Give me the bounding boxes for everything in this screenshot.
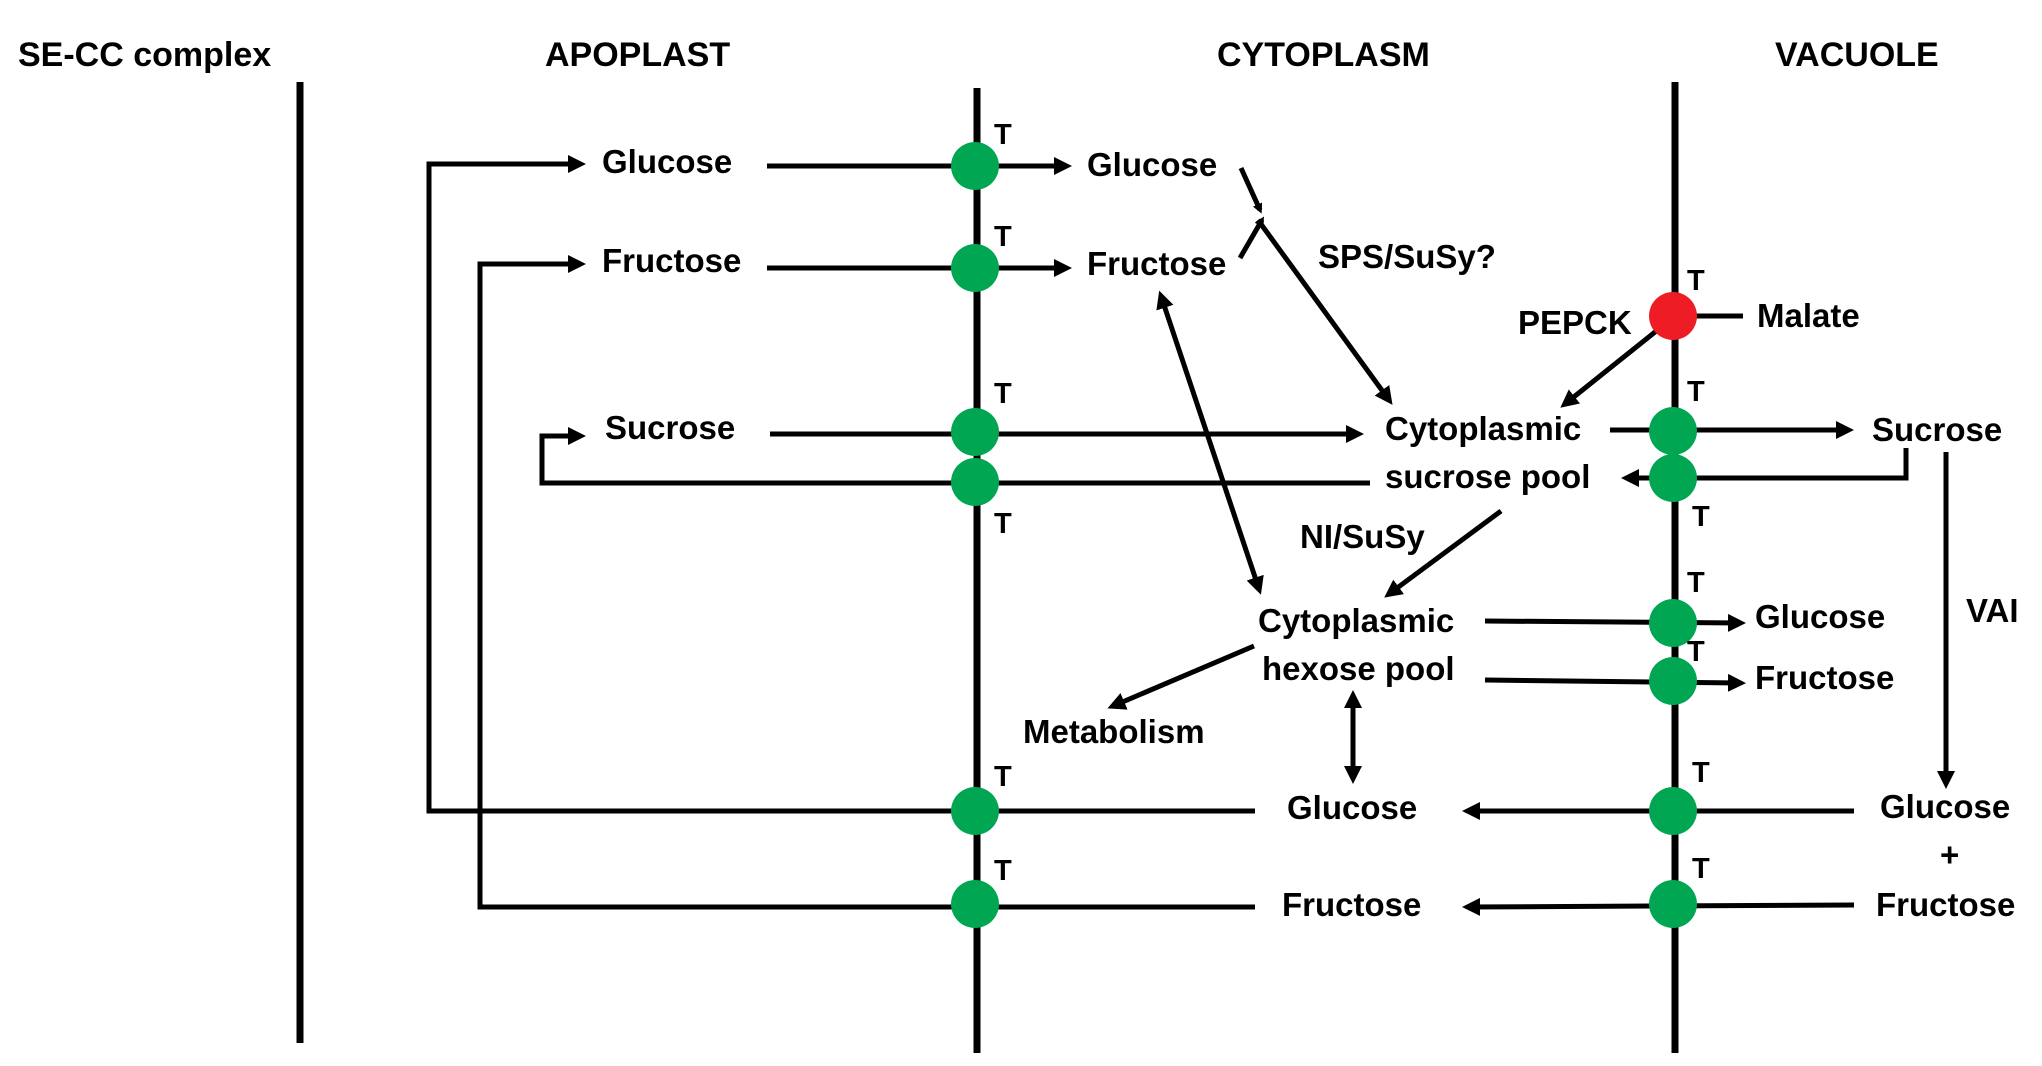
transporter-label: T bbox=[1692, 853, 1710, 885]
transporter-label: T bbox=[1687, 376, 1705, 408]
fructose-to-sps-arrow bbox=[1237, 216, 1265, 260]
transporter-label: T bbox=[994, 761, 1012, 793]
sps-susy-label: SPS/SuSy? bbox=[1318, 238, 1496, 275]
transporter-fructose-efflux bbox=[951, 880, 999, 928]
sucrose-pool-label-line1: Cytoplasmic bbox=[1385, 410, 1581, 447]
transporter-label: T bbox=[994, 119, 1012, 151]
glucose-to-sps-arrow bbox=[1238, 166, 1263, 214]
cytoplasm-fructose-bottom-label: Fructose bbox=[1282, 886, 1421, 923]
transporter-label: T bbox=[1687, 636, 1705, 668]
transporter-vacuole-sucrose-out bbox=[1649, 454, 1697, 502]
transporter-label: T bbox=[994, 855, 1012, 887]
transporter-label: T bbox=[1692, 757, 1710, 789]
transporter-label: T bbox=[1687, 567, 1705, 599]
sps-to-sucrose-pool-arrow bbox=[1255, 218, 1393, 405]
apoplast-glucose-label: Glucose bbox=[602, 143, 732, 180]
transporter-sucrose-uptake bbox=[951, 408, 999, 456]
transporter-label: T bbox=[1687, 265, 1705, 297]
transporter-glucose-efflux bbox=[951, 787, 999, 835]
transporter-vacuole-sucrose-in bbox=[1649, 407, 1697, 455]
header-se-cc-complex: SE-CC complex bbox=[18, 36, 271, 74]
transporter-vacuole-fructose-in bbox=[1649, 657, 1697, 705]
vacuole-fructose-label: Fructose bbox=[1755, 659, 1894, 696]
fructose-hexose-pool-double-arrow bbox=[1156, 290, 1264, 595]
glucose-return-loop bbox=[426, 155, 1255, 814]
header-cytoplasm: CYTOPLASM bbox=[1217, 36, 1430, 74]
metabolism-label: Metabolism bbox=[1023, 713, 1205, 750]
cytoplasm-glucose-bottom-label: Glucose bbox=[1287, 789, 1417, 826]
vai-label: VAI bbox=[1966, 592, 2019, 629]
transporter-vacuole-fructose-out bbox=[1649, 880, 1697, 928]
malate-label: Malate bbox=[1757, 297, 1860, 334]
transporter-vacuole-glucose-out bbox=[1649, 787, 1697, 835]
transporter-sucrose-retrieval bbox=[951, 458, 999, 506]
sucrose-pool-label-line2: sucrose pool bbox=[1385, 458, 1590, 495]
hexose-pool-to-metabolism-arrow bbox=[1107, 643, 1255, 710]
transporter-label: T bbox=[1692, 501, 1710, 533]
hexose-pool-to-vacuole-fructose-arrow bbox=[1484, 673, 1746, 692]
transporter-label: T bbox=[994, 378, 1012, 410]
apoplast-sucrose-label: Sucrose bbox=[605, 409, 735, 446]
ni-susy-label: NI/SuSy bbox=[1300, 518, 1425, 555]
vacuole-plus-sign: + bbox=[1940, 836, 1959, 873]
vacuole-sucrose-label: Sucrose bbox=[1872, 411, 2002, 448]
apoplast-fructose-label: Fructose bbox=[602, 242, 741, 279]
fructose-return-loop bbox=[477, 255, 1255, 910]
hexose-pool-to-vacuole-glucose-arrow bbox=[1484, 613, 1746, 632]
header-apoplast: APOPLAST bbox=[545, 36, 730, 74]
sucrose-pool-to-hexose-pool-arrow bbox=[1384, 508, 1503, 598]
vacuole-glucose-plus-label: Glucose bbox=[1880, 788, 2010, 825]
cytoplasm-fructose-label: Fructose bbox=[1087, 245, 1226, 282]
vacuole-glucose-label: Glucose bbox=[1755, 598, 1885, 635]
transporter-glucose-uptake bbox=[951, 142, 999, 190]
vacuole-fructose-plus-label: Fructose bbox=[1876, 886, 2015, 923]
hexose-pool-label-line1: Cytoplasmic bbox=[1258, 602, 1454, 639]
header-vacuole: VACUOLE bbox=[1775, 36, 1939, 74]
transporter-vacuole-glucose-in bbox=[1649, 599, 1697, 647]
transporter-label: T bbox=[994, 508, 1012, 540]
transporter-malate-pepck bbox=[1649, 292, 1697, 340]
pepck-label: PEPCK bbox=[1518, 304, 1632, 341]
transporter-label: T bbox=[994, 221, 1012, 253]
transporter-fructose-uptake bbox=[951, 244, 999, 292]
hexose-pool-label-line2: hexose pool bbox=[1262, 650, 1455, 687]
cytoplasm-glucose-label: Glucose bbox=[1087, 146, 1217, 183]
sucrose-from-vacuole-arrow bbox=[1621, 448, 1909, 487]
